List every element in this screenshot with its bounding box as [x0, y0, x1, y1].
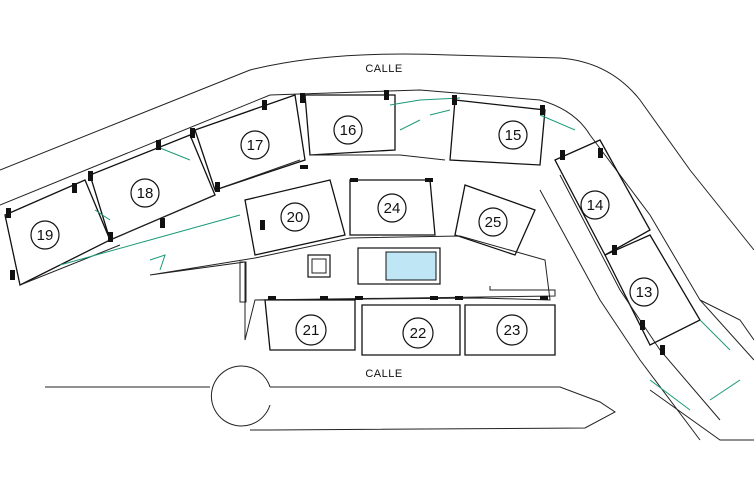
unit-label-21: 21	[303, 322, 320, 339]
unit-label-20: 20	[287, 209, 304, 226]
unit-label-22: 22	[410, 325, 427, 342]
unit-label-17: 17	[247, 137, 264, 154]
building-center-row	[244, 179, 536, 256]
unit-marker-13: 13	[629, 277, 659, 307]
wall-ticks	[6, 90, 665, 355]
landscape-lines	[59, 97, 741, 411]
unit-label-15: 15	[505, 127, 522, 144]
unit-marker-24: 24	[377, 193, 407, 223]
unit-label-23: 23	[504, 322, 521, 339]
unit-markers: 19 18 17 16 15 14 13 20	[30, 115, 659, 349]
unit-marker-16: 16	[333, 115, 363, 145]
unit-label-18: 18	[137, 185, 154, 202]
street-lines	[0, 53, 754, 441]
unit-label-14: 14	[587, 197, 604, 214]
unit-label-24: 24	[384, 200, 401, 217]
unit-marker-14: 14	[580, 190, 610, 220]
courtyard	[149, 235, 551, 341]
unit-label-19: 19	[37, 227, 54, 244]
street-label-north: CALLE	[365, 63, 402, 75]
unit-marker-22: 22	[402, 317, 434, 349]
unit-marker-15: 15	[498, 120, 528, 150]
unit-marker-25: 25	[478, 207, 508, 237]
unit-marker-21: 21	[295, 314, 327, 346]
unit-marker-20: 20	[280, 202, 310, 232]
pool	[307, 247, 441, 285]
unit-marker-19: 19	[30, 220, 60, 250]
unit-label-16: 16	[340, 122, 357, 139]
unit-label-25: 25	[485, 214, 502, 231]
unit-marker-17: 17	[240, 130, 270, 160]
unit-marker-23: 23	[496, 314, 528, 346]
unit-marker-18: 18	[130, 178, 160, 208]
unit-label-13: 13	[636, 284, 653, 301]
street-label-south: CALLE	[365, 368, 402, 380]
